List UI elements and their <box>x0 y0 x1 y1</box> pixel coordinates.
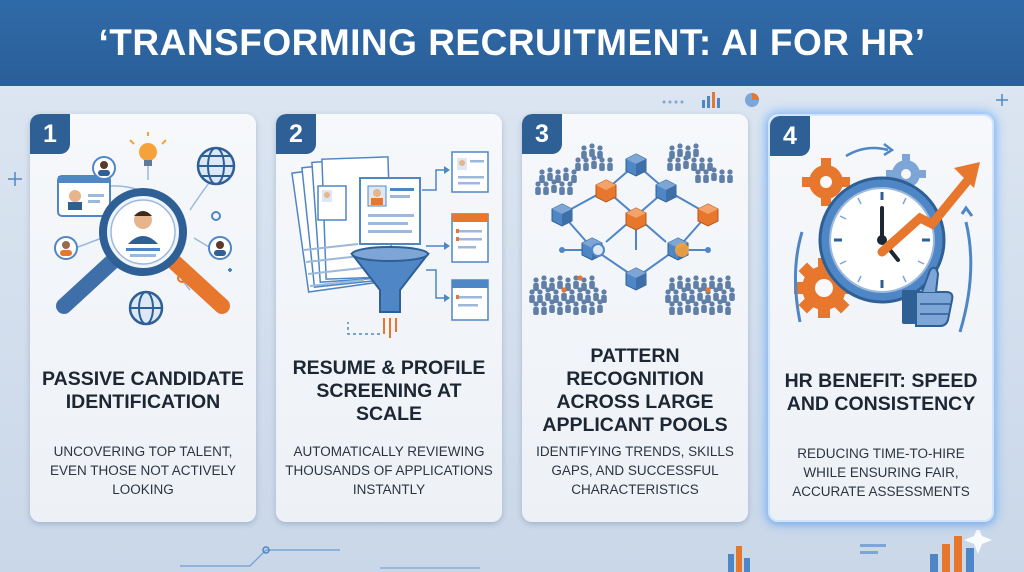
card-title: RESUME & PROFILE SCREENING AT SCALE <box>292 356 486 425</box>
card-passive-candidate: 1 <box>30 114 256 522</box>
card-description: REDUCING TIME-TO-HIRE WHILE ENSURING FAI… <box>792 446 970 499</box>
card-number: 1 <box>30 114 70 154</box>
clock-gears-thumbs-up-icon <box>794 143 980 333</box>
bar-chart-icon <box>728 530 992 572</box>
card-pattern-recognition: 3 <box>522 114 748 522</box>
page-title: ‘TRANSFORMING RECRUITMENT: AI FOR HR’ <box>98 22 926 63</box>
network-crowd-icon <box>529 143 735 315</box>
card-description: AUTOMATICALLY REVIEWING THOUSANDS OF APP… <box>285 444 493 497</box>
card-description: IDENTIFYING TRENDS, SKILLS GAPS, AND SUC… <box>536 444 734 497</box>
sparkle-icon <box>8 172 22 186</box>
resume-funnel-icon <box>291 151 489 338</box>
mini-chart-icon <box>662 92 759 108</box>
card-number: 3 <box>522 114 562 154</box>
card-number: 4 <box>770 116 810 156</box>
title-banner: ‘TRANSFORMING RECRUITMENT: AI FOR HR’ <box>0 0 1024 86</box>
card-hr-benefit: 4 <box>768 114 994 522</box>
card-resume-screening: 2 <box>276 114 502 522</box>
magnifier-people-network-icon <box>54 132 236 326</box>
card-title: PASSIVE CANDIDATE IDENTIFICATION <box>42 368 244 413</box>
circuit-lines-icon <box>180 546 480 569</box>
card-number: 2 <box>276 114 316 154</box>
card-description: UNCOVERING TOP TALENT, EVEN THOSE NOT AC… <box>49 444 237 497</box>
sparkle-icon-right <box>996 94 1008 106</box>
card-title: HR BENEFIT: SPEED AND CONSISTENCY <box>784 370 978 415</box>
card-title: PATTERN RECOGNITION ACROSS LARGE APPLICA… <box>542 345 728 436</box>
